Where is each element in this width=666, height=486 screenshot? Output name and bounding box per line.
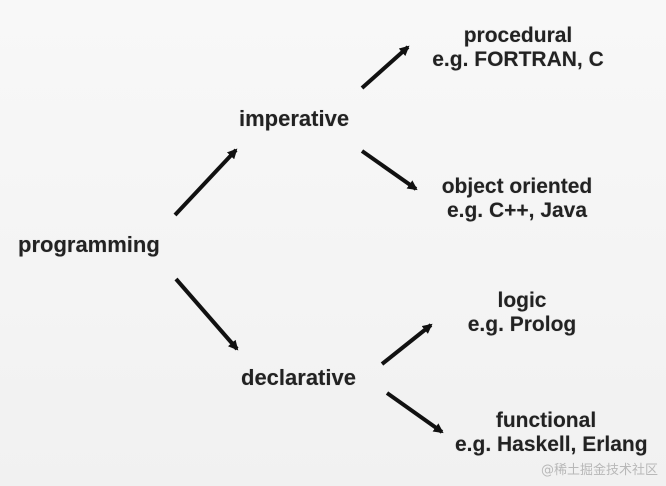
node-functional-label: functional <box>495 409 597 432</box>
node-logic: logic e.g. Prolog <box>453 289 591 336</box>
node-procedural-example: e.g. FORTRAN, C <box>432 47 604 71</box>
arrow-imperative-to-object-oriented <box>360 149 418 191</box>
node-procedural-label: procedural <box>463 24 573 47</box>
node-declarative: declarative <box>241 365 356 391</box>
node-imperative: imperative <box>239 106 350 132</box>
node-object-oriented: object oriented e.g. C++, Java <box>424 175 610 222</box>
watermark: @稀土掘金技术社区 <box>540 463 658 478</box>
arrow-imperative-to-procedural <box>360 45 410 90</box>
node-programming-label: programming <box>18 232 160 257</box>
node-object-oriented-label: object oriented <box>441 175 593 198</box>
node-logic-example: e.g. Prolog <box>467 312 577 336</box>
node-procedural: procedural e.g. FORTRAN, C <box>417 24 619 71</box>
node-declarative-label: declarative <box>241 365 356 390</box>
node-object-oriented-example: e.g. C++, Java <box>446 198 588 222</box>
arrow-programming-to-declarative <box>174 277 239 351</box>
node-functional: functional e.g. Haskell, Erlang <box>455 409 648 456</box>
node-imperative-label: imperative <box>239 106 350 131</box>
node-programming: programming <box>18 232 160 258</box>
arrow-programming-to-imperative <box>173 148 238 217</box>
node-functional-example: e.g. Haskell, Erlang <box>455 432 648 456</box>
arrow-declarative-to-functional <box>385 391 444 434</box>
arrow-declarative-to-logic <box>380 323 433 366</box>
node-logic-label: logic <box>497 289 547 312</box>
